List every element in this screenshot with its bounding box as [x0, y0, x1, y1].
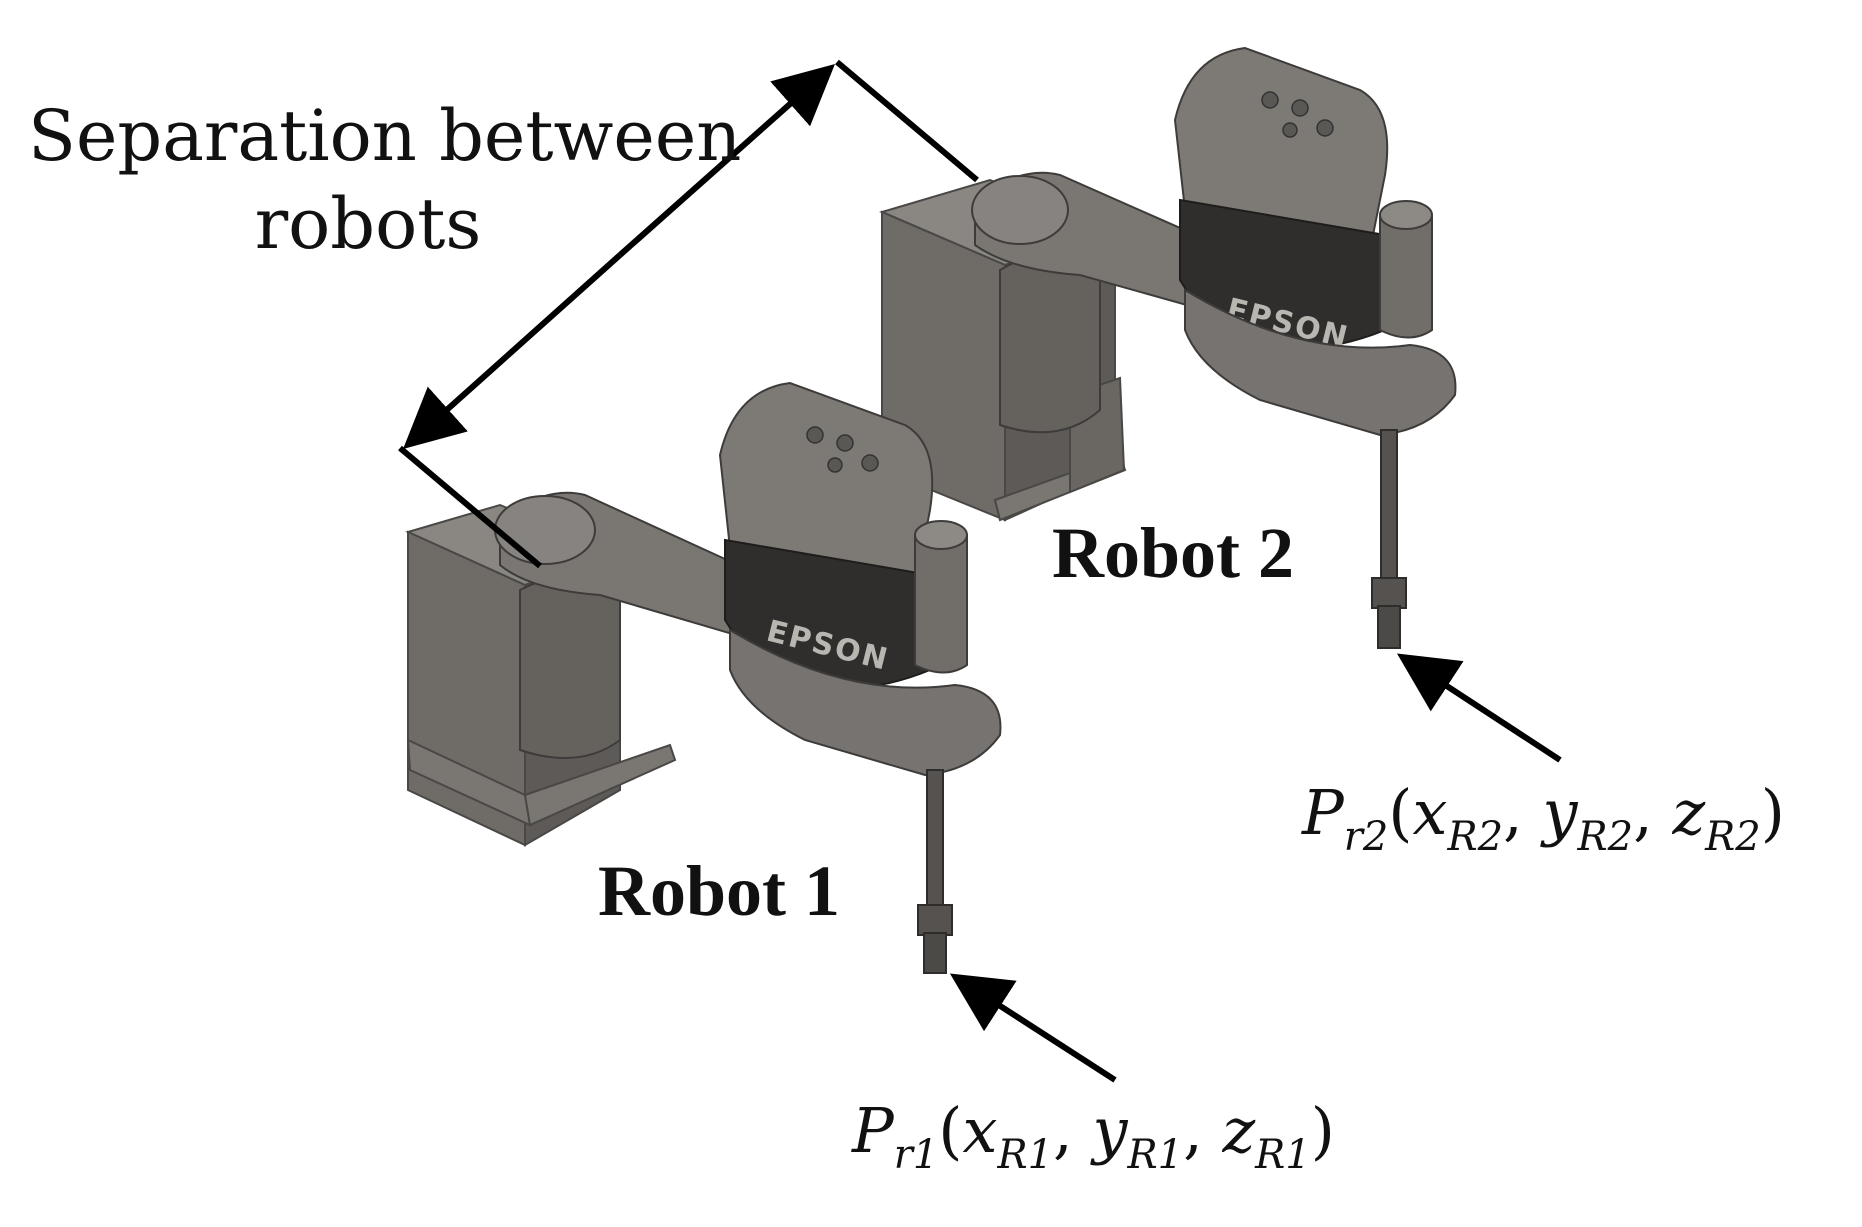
robot-2-label: Robot 2 [1052, 513, 1295, 593]
coord-x-subscript: R1 [997, 1132, 1054, 1178]
separation-arrow [398, 59, 979, 569]
coord-x: x [1412, 776, 1448, 849]
robot-1-tool-coordinate: Pr1(xR1, yR1, zR1) [852, 1094, 1335, 1178]
robot-2-tool-point-arrow [1396, 653, 1562, 763]
coord-z: z [1222, 1094, 1256, 1167]
coord-symbol: P [1302, 776, 1344, 849]
robot-1-label: Robot 1 [598, 851, 841, 931]
coord-y: y [1092, 1094, 1128, 1167]
coord-x: x [962, 1094, 998, 1167]
coord-subscript: r2 [1343, 814, 1389, 860]
coord-y: y [1542, 776, 1578, 849]
coord-z-subscript: R1 [1255, 1132, 1311, 1178]
robot-2-tool-coordinate: Pr2(xR2, yR2, zR2) [1302, 776, 1785, 860]
coord-symbol: P [852, 1094, 894, 1167]
separation-label-line1: Separation between [28, 95, 742, 177]
separation-label-line2: robots [254, 183, 482, 265]
robot-2: EPSON [879, 46, 1457, 649]
coord-subscript: r1 [893, 1132, 939, 1178]
robot-1: EPSON [405, 381, 1002, 974]
separation-label: Separation between robots [28, 92, 742, 268]
coord-x-subscript: R2 [1447, 814, 1504, 860]
coord-y-subscript: R2 [1577, 814, 1634, 860]
coord-y-subscript: R1 [1127, 1132, 1184, 1178]
robot-1-tool-point-arrow [949, 973, 1117, 1083]
coord-z: z [1672, 776, 1706, 849]
coord-z-subscript: R2 [1705, 814, 1761, 860]
